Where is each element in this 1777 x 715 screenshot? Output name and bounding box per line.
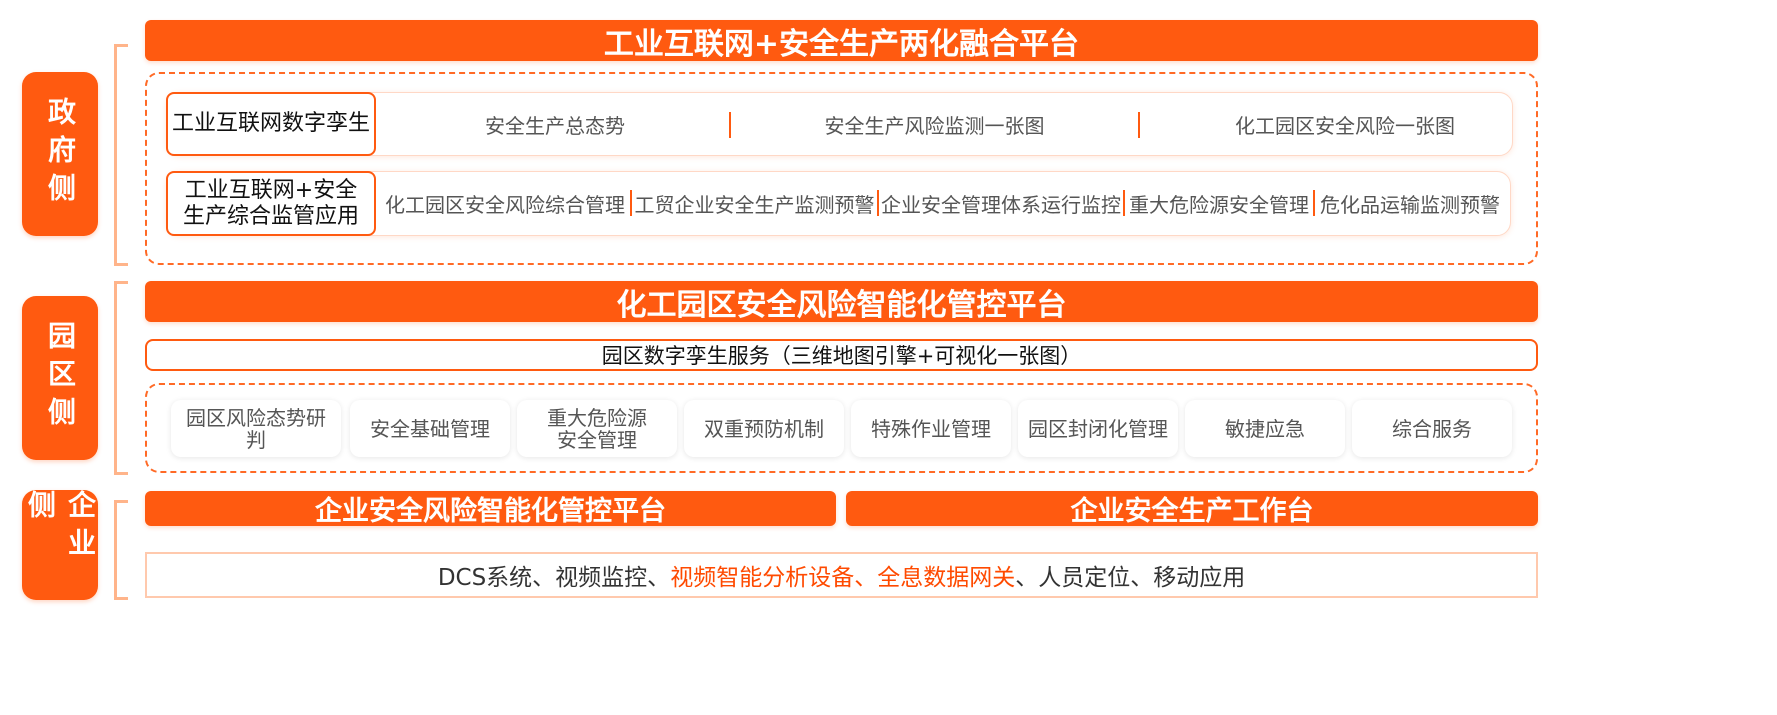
divider <box>630 190 632 216</box>
park-digital-twin-service-text: 园区数字孪生服务（三维地图引擎+可视化一张图） <box>601 344 1082 368</box>
park-module-special-operations: 特殊作业管理 <box>851 400 1011 457</box>
divider <box>1123 190 1125 216</box>
supervision-item-text: 企业安全管理体系运行监控 <box>881 193 1121 217</box>
enterprise-workbench: 企业安全生产工作台 <box>846 491 1538 527</box>
supervision-item-text: 化工园区安全风险综合管理 <box>385 193 625 217</box>
digital-twin-item-park-map: 化工园区安全风险一张图 <box>1140 92 1550 156</box>
enterprise-bracket <box>114 500 128 600</box>
supervision-item-text: 危化品运输监测预警 <box>1320 193 1500 217</box>
enterprise-infrastructure-highlight: 视频智能分析设备、全息数据网关 <box>670 565 1016 591</box>
government-platform-title-text: 工业互联网+安全生产两化融合平台 <box>603 26 1080 62</box>
enterprise-side-text: 企业侧 <box>24 490 97 566</box>
supervision-label-line1: 工业互联网+安全 <box>184 177 358 203</box>
park-module-major-hazard: 重大危险源 安全管理 <box>517 400 677 457</box>
government-side-text: 政府侧 <box>44 97 77 211</box>
digital-twin-item-text: 安全生产风险监测一张图 <box>824 113 1045 138</box>
park-modules-dashed-group <box>145 383 1538 473</box>
supervision-item-text: 工贸企业安全生产监测预警 <box>634 193 875 217</box>
enterprise-infrastructure-text: DCS系统、视频监控、 <box>437 565 671 591</box>
park-module-text: 重大危险源 <box>547 405 647 430</box>
park-module-text: 园区封闭化管理 <box>1028 416 1168 441</box>
park-side-label: 园区侧 <box>22 296 98 460</box>
government-dashed-group <box>145 72 1538 265</box>
park-module-text: 园区风险态势研 <box>186 405 326 430</box>
enterprise-risk-platform-text: 企业安全风险智能化管控平台 <box>315 496 666 527</box>
supervision-row <box>166 171 1511 236</box>
government-side-label: 政府侧 <box>22 72 98 236</box>
supervision-label-line2: 生产综合监管应用 <box>182 203 359 229</box>
supervision-item: 工贸企业安全生产监测预警 <box>632 171 877 236</box>
enterprise-infrastructure-text: 、人员定位、移动应用 <box>1015 565 1246 591</box>
divider <box>1138 112 1140 138</box>
park-module-dual-prevention: 双重预防机制 <box>684 400 844 457</box>
digital-twin-row <box>166 92 1513 156</box>
divider <box>1313 190 1315 216</box>
digital-twin-label: 工业互联网数字孪生 <box>166 92 376 156</box>
park-module-text: 判 <box>246 427 266 452</box>
divider <box>877 190 879 216</box>
enterprise-risk-platform: 企业安全风险智能化管控平台 <box>145 491 836 527</box>
government-bracket <box>114 44 128 266</box>
park-module-closed-management: 园区封闭化管理 <box>1018 400 1178 457</box>
park-bracket <box>114 281 128 475</box>
park-module-text: 特殊作业管理 <box>871 416 991 441</box>
park-digital-twin-service: 园区数字孪生服务（三维地图引擎+可视化一张图） <box>145 339 1538 371</box>
park-module-agile-emergency: 敏捷应急 <box>1185 400 1345 457</box>
supervision-item: 重大危险源安全管理 <box>1125 171 1313 236</box>
digital-twin-item-text: 安全生产总态势 <box>485 113 625 138</box>
park-module-risk-assessment: 园区风险态势研 判 <box>171 400 341 457</box>
park-module-text: 综合服务 <box>1392 416 1472 441</box>
park-module-safety-basics: 安全基础管理 <box>350 400 510 457</box>
enterprise-side-label: 企业侧 <box>22 490 98 600</box>
supervision-item-text: 重大危险源安全管理 <box>1129 193 1309 217</box>
park-module-text: 安全管理 <box>557 427 637 452</box>
park-platform-title: 化工园区安全风险智能化管控平台 <box>145 281 1538 323</box>
digital-twin-item-overview: 安全生产总态势 <box>380 92 730 156</box>
supervision-item: 危化品运输监测预警 <box>1315 171 1505 236</box>
digital-twin-label-text: 工业互联网数字孪生 <box>171 111 370 136</box>
enterprise-workbench-text: 企业安全生产工作台 <box>1070 496 1314 527</box>
park-module-text: 敏捷应急 <box>1225 416 1305 441</box>
supervision-item: 企业安全管理体系运行监控 <box>879 171 1123 236</box>
digital-twin-item-text: 化工园区安全风险一张图 <box>1235 113 1455 138</box>
supervision-item: 化工园区安全风险综合管理 <box>380 171 630 236</box>
park-module-text: 双重预防机制 <box>704 416 824 441</box>
divider <box>729 112 731 138</box>
enterprise-infrastructure-bar: DCS系统、视频监控、视频智能分析设备、全息数据网关、人员定位、移动应用 <box>145 552 1538 598</box>
park-module-text: 安全基础管理 <box>370 416 490 441</box>
digital-twin-item-risk-map: 安全生产风险监测一张图 <box>731 92 1138 156</box>
government-platform-title: 工业互联网+安全生产两化融合平台 <box>145 20 1538 62</box>
supervision-label: 工业互联网+安全 生产综合监管应用 <box>166 171 376 236</box>
park-module-comprehensive-service: 综合服务 <box>1352 400 1512 457</box>
park-side-text: 园区侧 <box>44 321 77 435</box>
park-platform-title-text: 化工园区安全风险智能化管控平台 <box>616 287 1067 323</box>
